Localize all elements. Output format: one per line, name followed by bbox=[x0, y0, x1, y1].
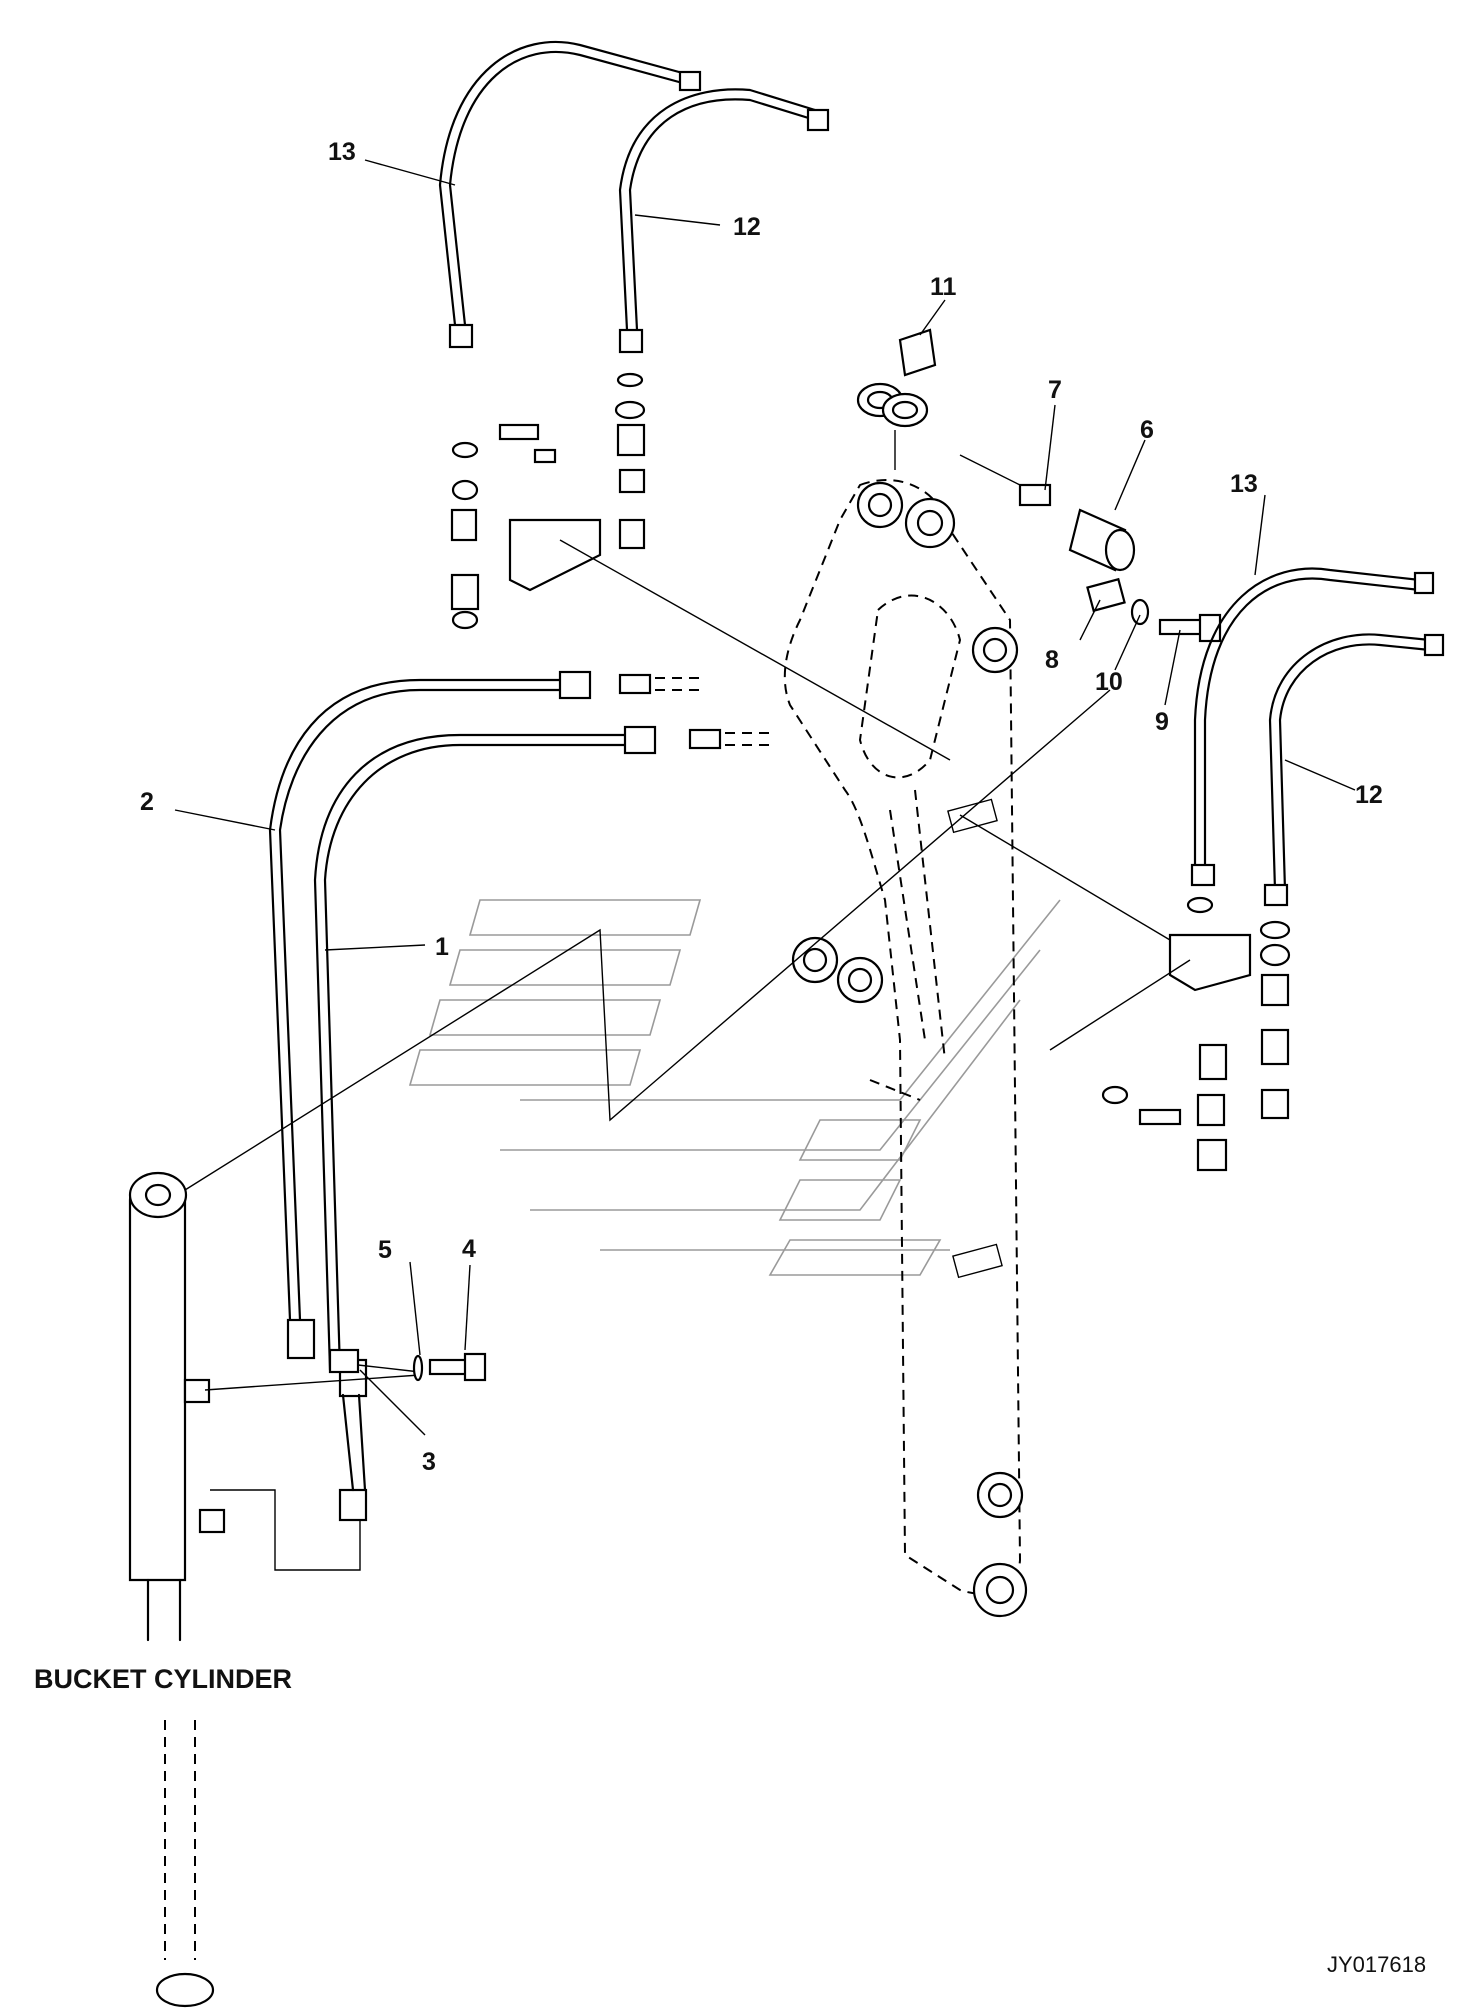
callout-9: 9 bbox=[1155, 708, 1169, 736]
caption-bucket-cylinder: BUCKET CYLINDER bbox=[34, 1664, 292, 1694]
hose-12-right bbox=[1263, 633, 1445, 907]
hose-1 bbox=[313, 725, 657, 1522]
washer-10 bbox=[1130, 598, 1150, 626]
bracket-right bbox=[959, 814, 1291, 1172]
plate-8 bbox=[1086, 577, 1126, 613]
figure-id: JY017618 bbox=[1327, 1952, 1426, 1977]
hose-13-left bbox=[438, 40, 702, 349]
shims-11 bbox=[856, 328, 937, 470]
clamp-3 bbox=[328, 1348, 421, 1374]
callout-1: 1 bbox=[435, 933, 449, 961]
callout-7: 7 bbox=[1048, 376, 1062, 404]
callout-12-right: 12 bbox=[1355, 781, 1383, 809]
callout-5: 5 bbox=[378, 1236, 392, 1264]
bolt-4 bbox=[428, 1352, 487, 1382]
watermark-logo bbox=[408, 899, 1061, 1276]
washer-5 bbox=[412, 1354, 424, 1382]
arm bbox=[783, 479, 1028, 1618]
callout-4: 4 bbox=[462, 1235, 476, 1263]
callout-2: 2 bbox=[140, 788, 154, 816]
hose-12-left bbox=[618, 88, 830, 354]
callout-3: 3 bbox=[422, 1448, 436, 1476]
pin-6 bbox=[1068, 508, 1136, 572]
callout-10: 10 bbox=[1095, 668, 1123, 696]
hose-13-right bbox=[1190, 567, 1435, 887]
hose-2 bbox=[268, 670, 592, 1360]
fitting-upper bbox=[618, 673, 770, 750]
callout-6: 6 bbox=[1140, 416, 1154, 444]
callout-8: 8 bbox=[1045, 646, 1059, 674]
grease-fitting-7 bbox=[959, 454, 1052, 507]
callout-13-left: 13 bbox=[328, 138, 356, 166]
callouts: 13 12 11 7 6 13 8 10 9 2 12 1 5 4 3 bbox=[140, 138, 1383, 1476]
bolt-9 bbox=[1158, 613, 1222, 643]
callout-11: 11 bbox=[930, 273, 957, 301]
callout-13-right: 13 bbox=[1230, 470, 1258, 498]
callout-12-left: 12 bbox=[733, 213, 761, 241]
bucket-cylinder bbox=[128, 1171, 421, 2008]
leader-lines bbox=[174, 159, 1356, 1436]
bracket-upper bbox=[450, 372, 951, 761]
